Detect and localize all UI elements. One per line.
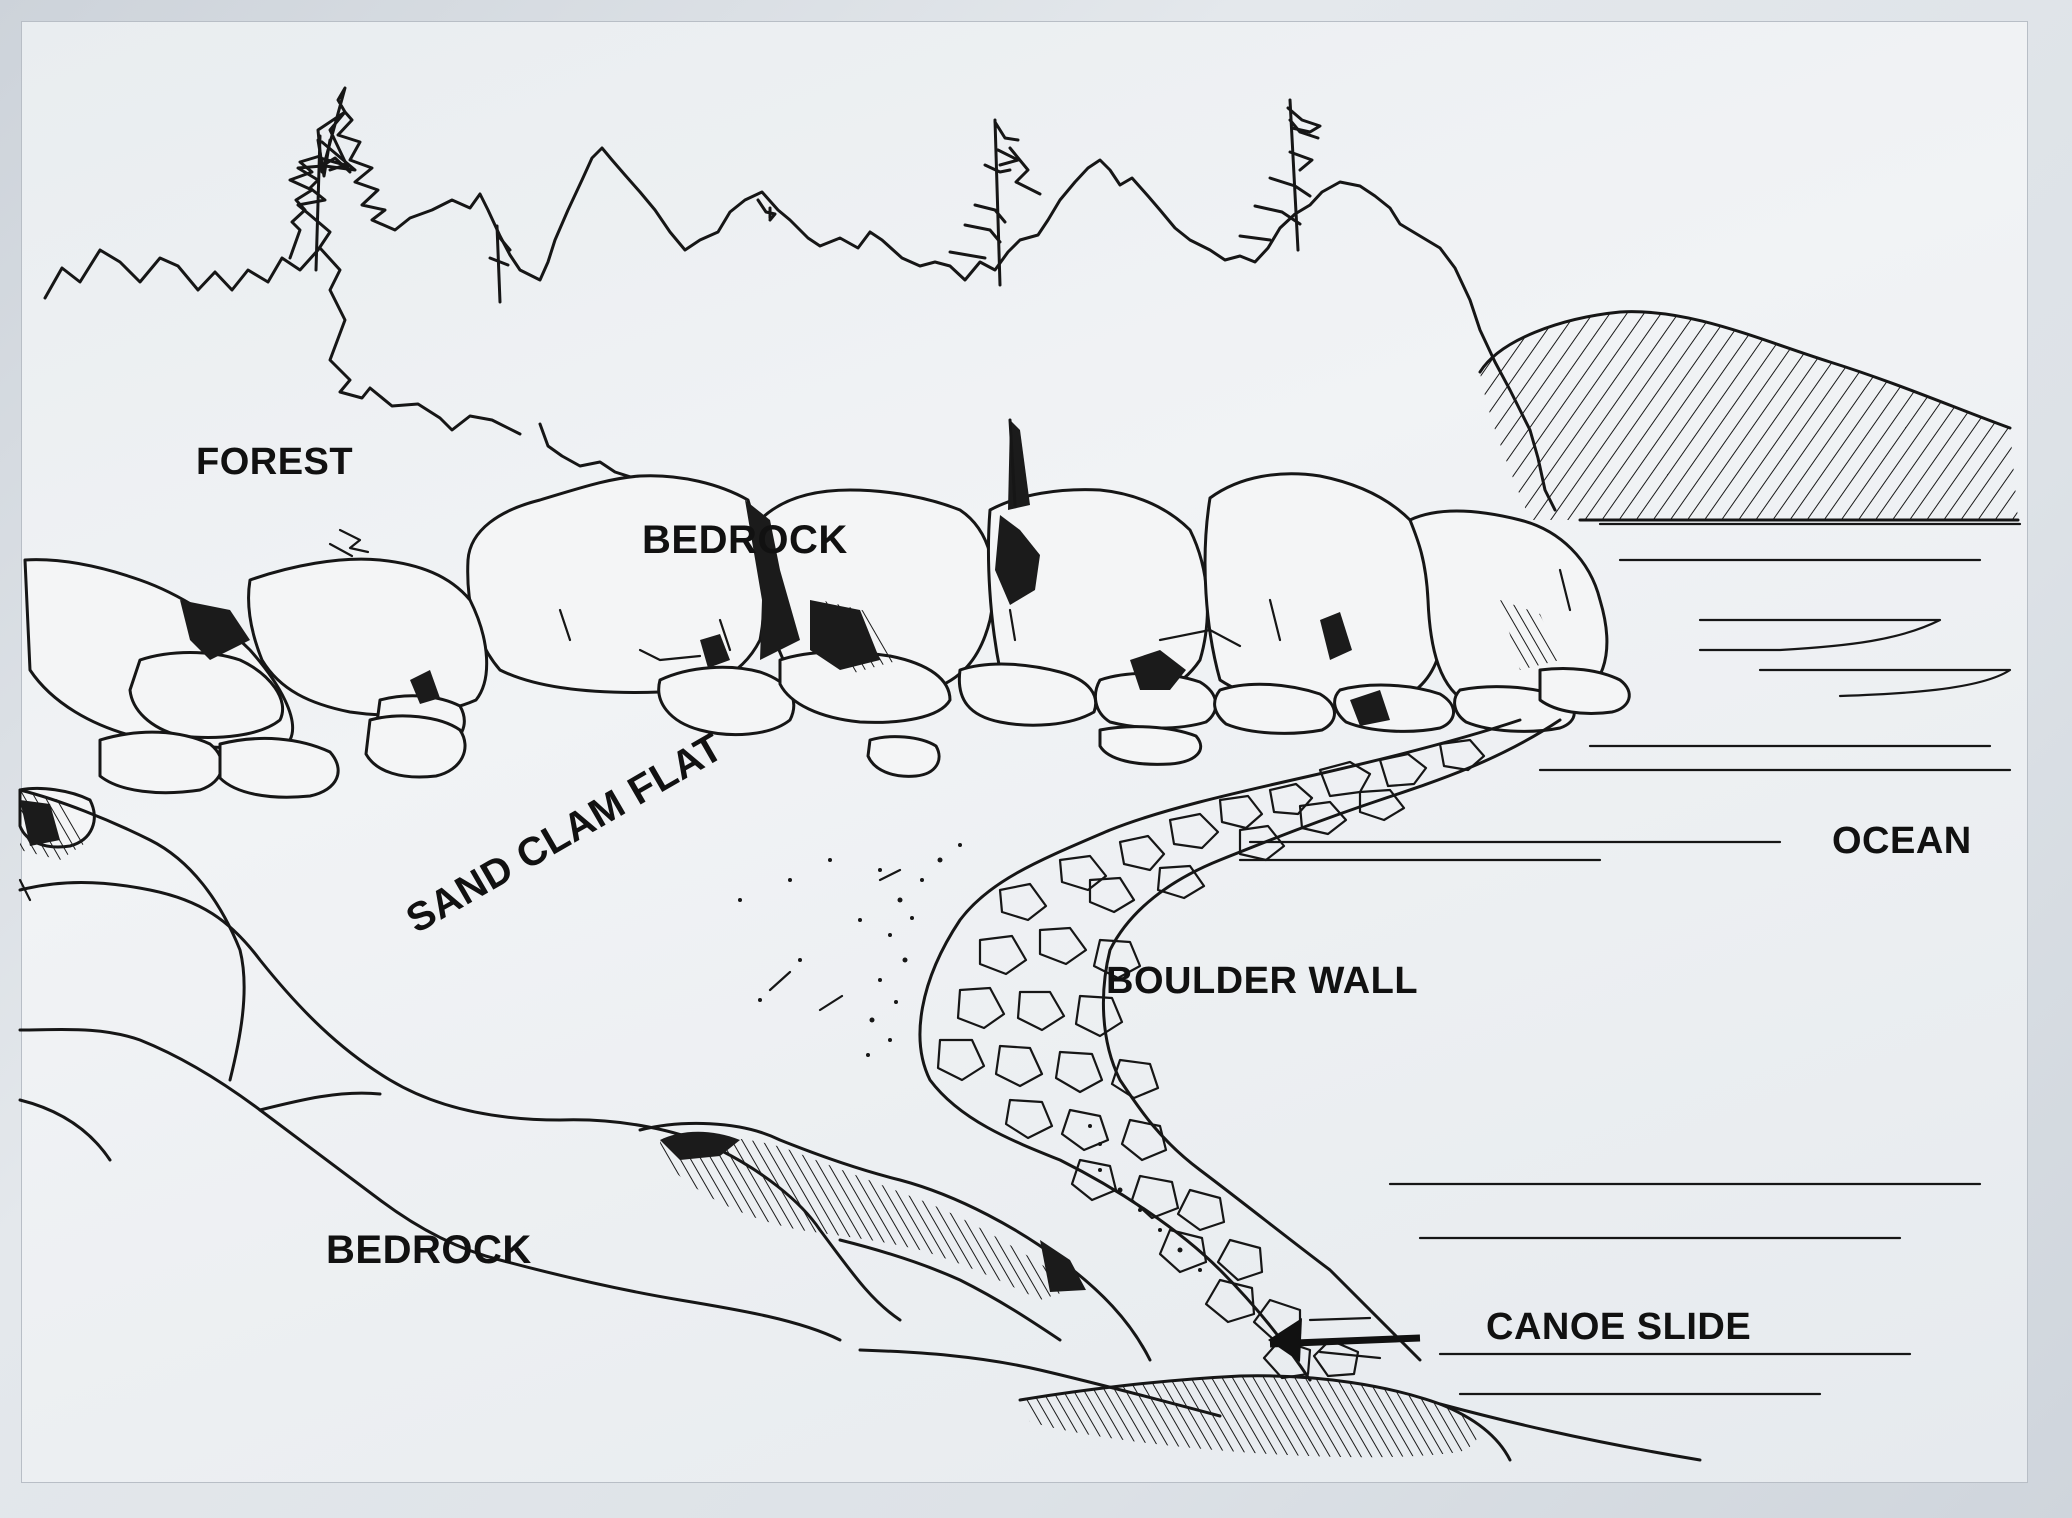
bedrock-upper-label: BEDROCK (642, 520, 848, 560)
boulder-wall-label: BOULDER WALL (1106, 962, 1418, 1000)
ocean-label: OCEAN (1832, 822, 1972, 860)
bedrock-lower-label: BEDROCK (326, 1230, 532, 1270)
canoe-slide-arrow (1268, 1318, 1420, 1362)
canoe-slide-label: CANOE SLIDE (1486, 1308, 1751, 1346)
sand-clam-flat-texture (738, 858, 882, 1002)
small-shrub (330, 530, 368, 556)
distant-headland (1480, 312, 2018, 520)
forest-label: FOREST (196, 443, 353, 481)
boulder-wall (770, 720, 1560, 1380)
lower-bedrock (20, 790, 1700, 1460)
